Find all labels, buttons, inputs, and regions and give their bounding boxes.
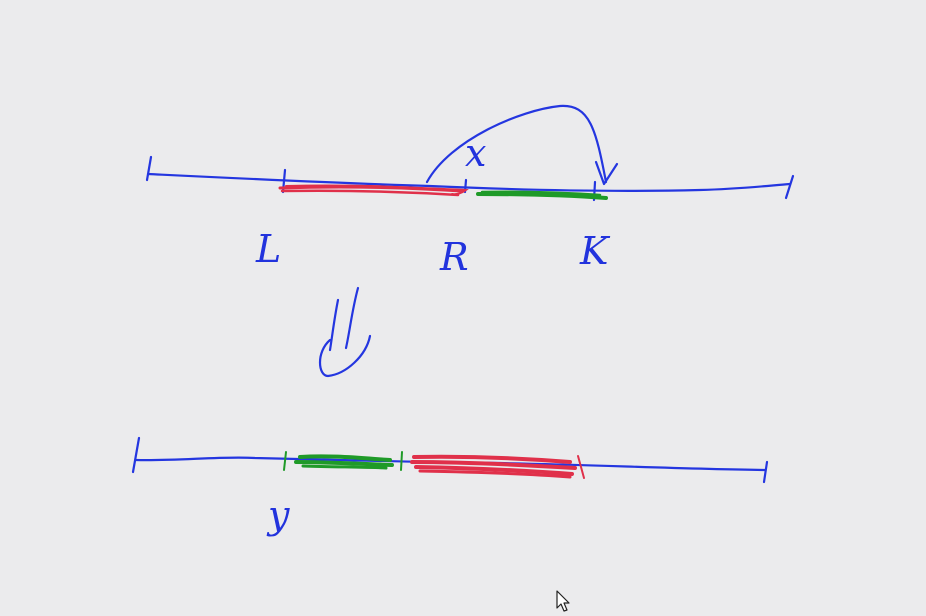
arc-arrowhead	[594, 160, 619, 186]
transition-double-arrow: ⇓	[318, 286, 372, 378]
arc-arrow-R-to-K	[425, 104, 608, 184]
label-L: L	[255, 227, 281, 271]
mouse-pointer-icon	[556, 590, 570, 612]
top-axis-left-end	[145, 155, 153, 182]
label-x: x	[465, 131, 486, 175]
bottom-axis-right-end	[762, 460, 769, 484]
bottom-number-line: y	[131, 436, 769, 537]
bottom-segment-green	[283, 451, 403, 471]
segment-R-to-K-green	[476, 190, 608, 200]
label-K: K	[579, 229, 611, 273]
top-axis-right-end	[784, 174, 795, 200]
label-R: R	[439, 235, 469, 279]
bottom-axis-left-end	[131, 436, 141, 474]
top-axis-line	[146, 172, 792, 192]
label-y: y	[266, 493, 290, 537]
top-number-line: x L R K	[145, 104, 795, 279]
bottom-segment-red	[410, 454, 585, 479]
segment-L-to-R-red	[278, 184, 469, 197]
